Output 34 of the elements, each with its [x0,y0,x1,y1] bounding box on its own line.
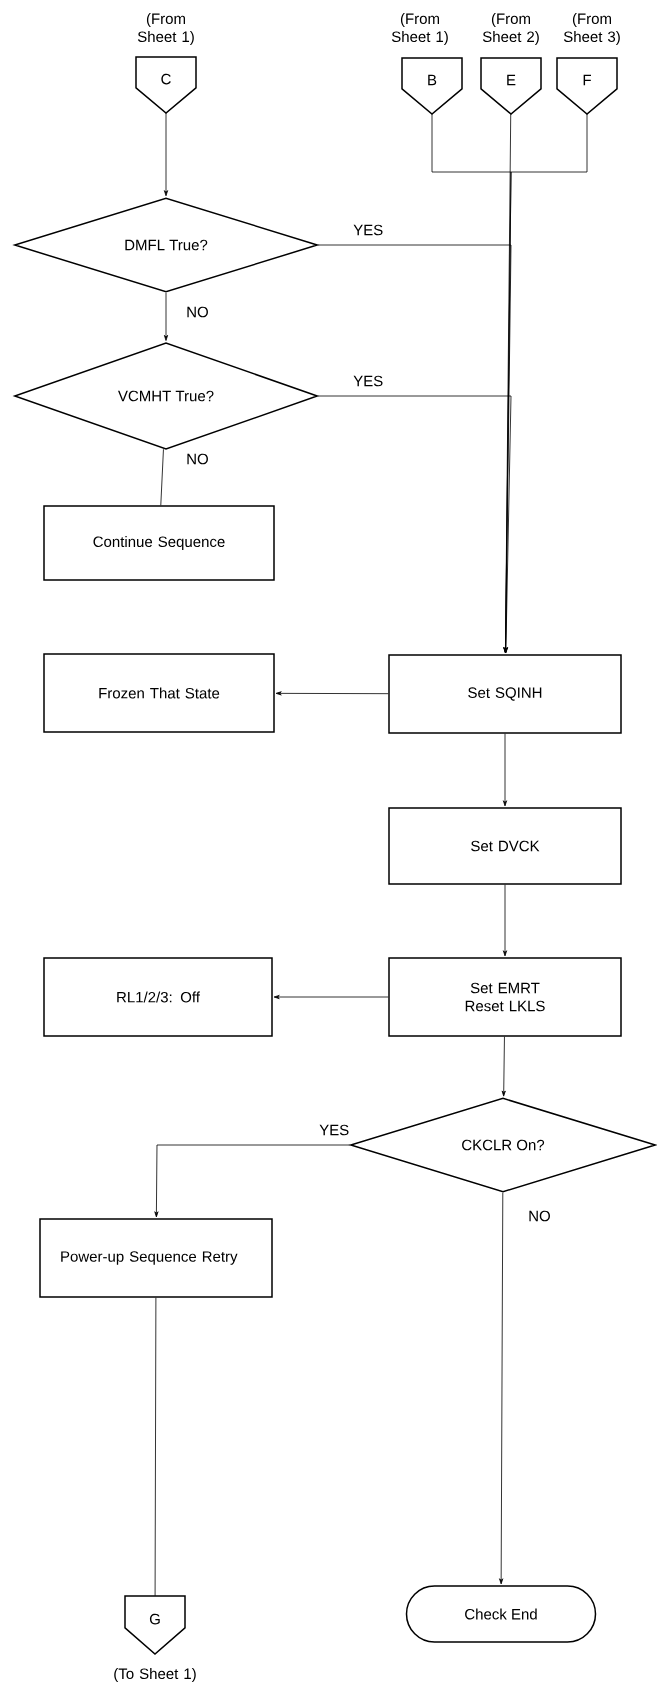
off-page-connector: B [401,57,463,115]
arrow [499,1192,504,1585]
arrow [163,292,169,341]
arrow [317,395,512,654]
edge-label: YES [352,374,385,388]
arrow [502,733,508,807]
process-box: Set EMRT Reset LKLS [388,957,622,1037]
process-box: Continue Sequence [43,505,275,581]
arrow [501,1036,506,1097]
off-page-connector: C [135,56,197,114]
process-box: Frozen That State [43,653,275,733]
off-page-connector: G [124,1595,186,1655]
off-page-connector: F [556,57,618,115]
arrow [273,995,389,1000]
edge-label: NO [185,305,210,319]
edge-label: YES [352,223,385,237]
arrow [275,691,389,696]
off-page-connector: E [480,57,542,115]
connector-caption: (From Sheet 3) [563,13,620,45]
edge-label: YES [318,1123,351,1137]
edge-label: NO [185,452,210,466]
process-box: Power-up Sequence Retry [39,1218,273,1298]
connector-caption: (From Sheet 1) [137,13,194,45]
arrow [503,113,588,654]
process-box: Set SQINH [388,654,622,734]
arrow [502,884,508,957]
process-box: Set DVCK [388,807,622,885]
connector-caption: (From Sheet 1) [391,13,448,45]
connector-caption: (To Sheet 1) [114,1668,196,1682]
arrow [163,112,169,197]
arrow [154,1144,351,1218]
process-box: RL1/2/3: Off [43,957,273,1037]
connector-caption: (From Sheet 2) [482,13,539,45]
edge-label: NO [527,1209,552,1223]
